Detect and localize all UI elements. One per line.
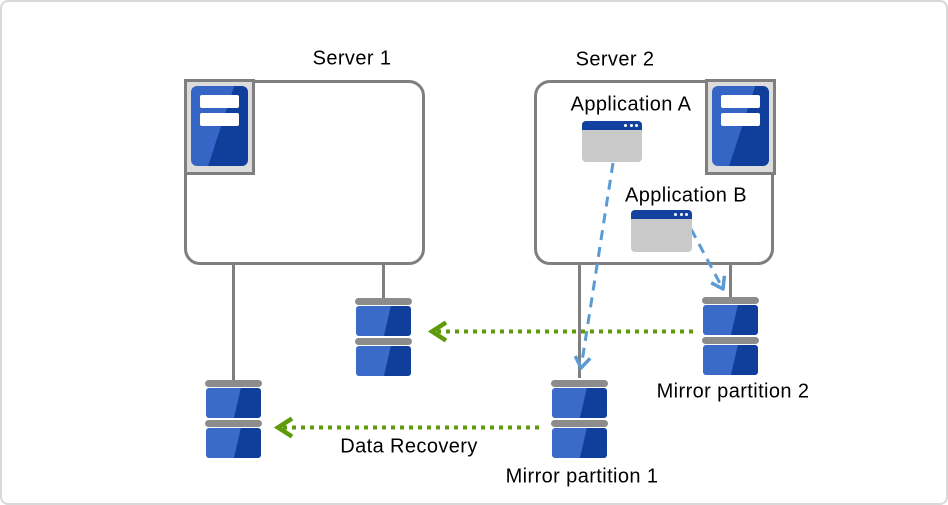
disk-cap [551, 420, 608, 427]
server-tower-body [712, 86, 769, 166]
app-window-titlebar [631, 210, 692, 219]
disk-cap [205, 420, 262, 427]
disk-partition-icon [355, 298, 412, 376]
titlebar-dot [674, 213, 677, 216]
server2-label: Server 2 [575, 48, 655, 71]
disk-block [552, 388, 607, 418]
tower-slot [721, 113, 760, 126]
server-tower-body [191, 86, 248, 166]
disk-cap [702, 297, 759, 304]
disk-block [356, 306, 411, 336]
disk-cap [551, 380, 608, 387]
mirror-partition-1-label: Mirror partition 1 [505, 465, 659, 488]
disk-block [703, 345, 758, 375]
disk-cap [355, 338, 412, 345]
arrow-app-a-to-mirror1 [573, 162, 615, 370]
disk-cap [355, 298, 412, 305]
tower-slot [200, 95, 239, 108]
application-b-label: Application B [625, 184, 747, 207]
app-window-icon [582, 121, 642, 162]
disk-partition-icon [205, 380, 262, 458]
tower-slot [200, 113, 239, 126]
disk-cap [702, 337, 759, 344]
titlebar-dot [624, 124, 627, 127]
disk-block [703, 305, 758, 335]
disk-block [206, 428, 261, 458]
app-window-titlebar [582, 121, 642, 130]
titlebar-dot [685, 213, 688, 216]
server1-label: Server 1 [312, 47, 392, 70]
titlebar-dot [635, 124, 638, 127]
disk-partition-icon [702, 297, 759, 375]
arrow-app-b-to-mirror2 [689, 228, 727, 291]
mirror-partition-2-label: Mirror partition 2 [656, 380, 810, 403]
disk-block [552, 428, 607, 458]
disk-partition-icon [551, 380, 608, 458]
disk-block [356, 346, 411, 376]
tower-slot [721, 95, 760, 108]
application-a-label: Application A [570, 93, 692, 116]
server-tower-icon [705, 79, 776, 175]
app-window-icon [631, 210, 692, 252]
titlebar-dot [679, 213, 683, 216]
titlebar-dot [629, 124, 633, 127]
data-recovery-label: Data Recovery [340, 435, 478, 458]
disk-block [206, 388, 261, 418]
disk-cap [205, 380, 262, 387]
server-tower-icon [184, 79, 255, 175]
